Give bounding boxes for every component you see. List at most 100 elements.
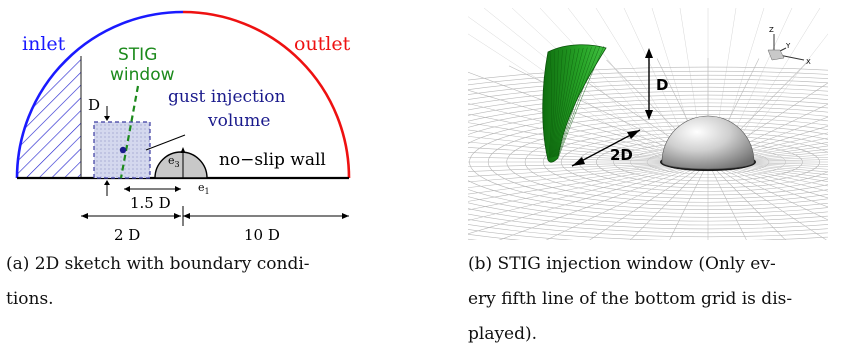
grid-radial-line (468, 136, 709, 163)
grid-radial-line (707, 161, 828, 192)
two-d-arrowhead-lower (572, 157, 585, 166)
grid-radial-line (707, 156, 828, 163)
dim-2d-label: 2 D (114, 226, 140, 244)
grid-radial-line (468, 156, 709, 163)
grid-radial-line (468, 161, 709, 188)
dim-1-5d-head-left (124, 186, 130, 192)
axis-triad: Z Y X (767, 26, 811, 66)
grid-radial-line (707, 161, 828, 168)
window-mesh-line (554, 48, 580, 157)
grid-radial-line (468, 161, 709, 195)
gust-label-line2: volume (207, 111, 270, 131)
two-d-label: 2D (610, 146, 633, 164)
caption-b-line3: played). (468, 324, 538, 344)
no-slip-wall-label: no−slip wall (219, 150, 326, 170)
axis-y-label: Y (785, 42, 791, 50)
window-mesh-line (551, 49, 567, 158)
outlet-boundary (182, 10, 351, 179)
grid-radial-line (707, 142, 828, 163)
window-mesh-line (556, 47, 592, 157)
stig-window-label-line2: window (110, 65, 175, 85)
grid-far-line (567, 8, 688, 163)
e3-label: e3 (168, 154, 180, 169)
grid-radial-line (630, 161, 709, 240)
outlet-label: outlet (294, 33, 351, 55)
grid-radial-line (707, 161, 786, 240)
grid-radial-line (707, 151, 828, 163)
d-arrowhead-top (104, 116, 110, 121)
grid-radial-line (707, 132, 828, 163)
caption-a-line2: tions. (6, 289, 54, 309)
grid-radial-line (707, 161, 828, 170)
grid-radial-line (468, 122, 709, 163)
two-d-arrowhead-upper (627, 130, 640, 139)
e1-label: e1 (198, 181, 210, 196)
two-d-arrow (571, 129, 641, 167)
stig-window-mesh-lines (548, 45, 605, 159)
grid-radial-line (468, 161, 709, 172)
grid-radial-line (707, 161, 828, 179)
grid-radial-line (545, 161, 709, 240)
grid-radial-line (707, 161, 827, 240)
window-mesh-line (554, 47, 584, 157)
caption-a: (a) 2D sketch with boundary condi- tions… (6, 247, 386, 317)
window-mesh-line (555, 47, 588, 157)
caption-b-line2: ery fifth line of the bottom grid is dis… (468, 289, 793, 309)
caption-b: (b) STIG injection window (Only ev- ery … (468, 247, 838, 352)
grid-radial-line (468, 141, 709, 163)
dim-10d-head-right (342, 213, 349, 219)
dim-10d-head-left (183, 213, 190, 219)
stig-window-line (119, 85, 140, 179)
grid-radial-line (707, 159, 828, 163)
axis-x-label: X (806, 58, 811, 66)
grid-radial-line (707, 154, 828, 163)
grid-radial-line (468, 161, 709, 168)
grid-radial-line (589, 161, 709, 240)
gust-center-dot (119, 146, 127, 154)
grid-radial-line (669, 161, 709, 240)
window-mesh-line (548, 50, 553, 159)
grid-radial-line (707, 161, 828, 208)
inlet-boundary (15, 10, 184, 179)
window-mesh-line (552, 49, 572, 158)
window-mesh-line (551, 49, 563, 158)
gust-label-line1: gust injection (168, 87, 286, 107)
grid-radial-line (468, 161, 709, 211)
grid-radial-line (468, 152, 709, 163)
window-mesh-line (553, 48, 576, 158)
window-mesh-line (550, 50, 559, 158)
bottom-grid (468, 8, 828, 240)
caption-a-line1: (a) 2D sketch with boundary condi- (6, 254, 310, 274)
grid-radial-line (707, 161, 828, 182)
d-arrowhead-bottom (104, 180, 110, 185)
grid-radial-line (707, 161, 828, 221)
d-arrowhead-top (645, 48, 653, 58)
grid-radial-line (707, 145, 828, 163)
gust-pointer (145, 134, 186, 151)
grid-far-line (728, 33, 828, 163)
dim-2d-head-right (174, 213, 181, 219)
d-arrowhead-bottom (645, 110, 653, 120)
dim-2d-head-left (81, 213, 88, 219)
d-label: D (656, 76, 668, 94)
window-mesh-line (549, 50, 555, 158)
dim-10d-label: 10 D (244, 226, 280, 244)
figure-a-sketch: inlet outlet STIG window gust injection … (15, 10, 351, 244)
grid-radial-line (707, 161, 828, 176)
d-marker-label: D (88, 96, 100, 114)
grid-radial-line (468, 161, 709, 221)
dim-1-5d-label: 1.5 D (130, 194, 171, 212)
window-mesh-line (557, 46, 596, 157)
grid-radial-line (468, 147, 709, 163)
grid-radial-line (707, 148, 828, 163)
dim-1-5d-head-right (175, 186, 181, 192)
grid-radial-line (468, 161, 709, 177)
grid-radial-line (468, 161, 709, 235)
grid-radial-line (468, 161, 709, 183)
grid-radial-line (707, 137, 828, 163)
grid-radial-line (707, 161, 828, 165)
axis-z-label: Z (769, 26, 774, 34)
grid-radial-line (707, 161, 828, 173)
grid-radial-line (498, 161, 709, 240)
grid-far-line (511, 8, 679, 163)
